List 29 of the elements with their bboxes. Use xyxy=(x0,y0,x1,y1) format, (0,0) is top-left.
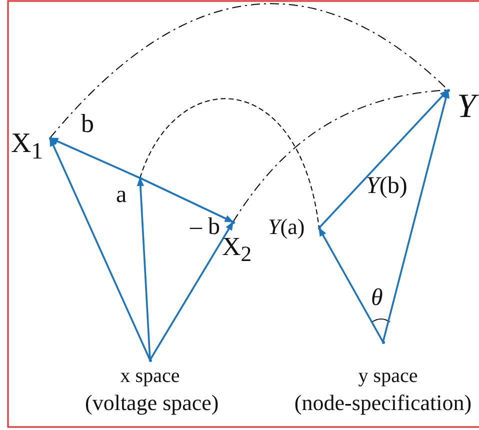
vector-label: Y(b) xyxy=(366,174,408,198)
vector-point xyxy=(382,340,384,344)
vector-point xyxy=(232,220,234,224)
dashed-curve xyxy=(50,4,448,138)
space-caption: x space xyxy=(119,366,181,386)
vector-arrow xyxy=(318,89,449,229)
vector-point xyxy=(446,88,450,92)
vector-label: – b xyxy=(190,215,220,239)
vector-label: Y(a) xyxy=(268,216,305,238)
vector-arrow xyxy=(49,137,140,179)
vector-arrow xyxy=(49,137,151,360)
vector-label: b xyxy=(81,111,94,137)
vector-arrow xyxy=(382,89,450,342)
point-label: X$_{1}$ xyxy=(11,130,43,164)
angle-label: θ xyxy=(371,286,383,310)
dashed-curve xyxy=(232,90,448,222)
vector-arrow xyxy=(318,227,384,342)
vector-arrow xyxy=(149,221,234,360)
vector-point xyxy=(138,176,142,180)
dashed-curve xyxy=(140,98,320,228)
vector-point xyxy=(48,136,52,140)
vector-point xyxy=(318,226,320,230)
vector-label: a xyxy=(116,183,127,207)
space-caption: y space xyxy=(357,366,419,386)
space-caption: (node-specification) xyxy=(293,392,473,414)
point-label: X$_{2}$ xyxy=(222,234,252,266)
vector-arrow xyxy=(136,177,151,360)
vector-arrow xyxy=(140,177,234,223)
vector-point xyxy=(148,358,152,362)
